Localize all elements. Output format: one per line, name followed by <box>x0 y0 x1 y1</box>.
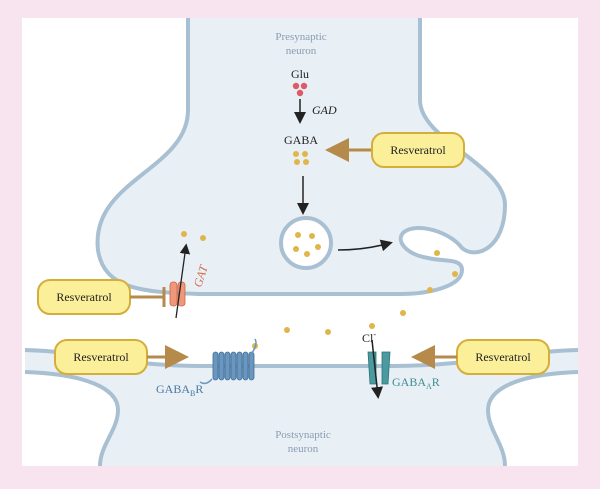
presynaptic-label-line1: Presynaptic <box>275 31 326 43</box>
resveratrol-right-gabaa: Resveratrol <box>411 339 550 375</box>
gabab-receptor <box>212 351 255 381</box>
gaba-label: GABA <box>284 133 318 147</box>
postsynaptic-membrane-right <box>485 370 579 467</box>
chloride-influx-arrow <box>371 339 384 399</box>
gat-reuptake-arrow <box>175 243 191 319</box>
postsynaptic-membrane-left <box>24 370 121 467</box>
postsynaptic-neuron-membrane <box>25 350 578 466</box>
postsynaptic-label-line1: Postsynaptic <box>275 429 331 441</box>
gabaa-label: GABAAR <box>392 375 440 391</box>
glu-label: Glu <box>291 67 309 81</box>
resveratrol-left-gabab-label: Resveratrol <box>73 350 129 364</box>
resveratrol-left-gat: Resveratrol <box>37 279 166 315</box>
synaptic-vesicle <box>279 216 333 270</box>
resveratrol-top-right-label: Resveratrol <box>390 143 446 157</box>
gat-transporter <box>169 281 186 307</box>
gad-label: GAD <box>312 103 337 117</box>
postsynaptic-label-line2: neuron <box>288 443 319 455</box>
vesicle-gaba-molecules <box>293 232 321 257</box>
presynaptic-neuron-membrane <box>95 18 507 296</box>
gabab-label: GABABR <box>156 382 203 398</box>
chloride-label: Cl- <box>362 330 376 345</box>
gabab-receptor-ntermini <box>251 338 257 354</box>
exocytosis-arrow <box>337 239 393 252</box>
glu-molecules <box>292 82 308 97</box>
resveratrol-right-gabaa-label: Resveratrol <box>475 350 531 364</box>
gat-label: GAT <box>191 262 212 289</box>
presynaptic-label-line2: neuron <box>286 45 317 57</box>
gaba-molecules-cytosol <box>293 151 309 165</box>
resveratrol-top-right: Resveratrol <box>325 132 465 168</box>
resveratrol-left-gabab: Resveratrol <box>54 339 189 375</box>
gabab-receptor-tail <box>199 378 213 385</box>
resveratrol-left-gat-label: Resveratrol <box>56 290 112 304</box>
